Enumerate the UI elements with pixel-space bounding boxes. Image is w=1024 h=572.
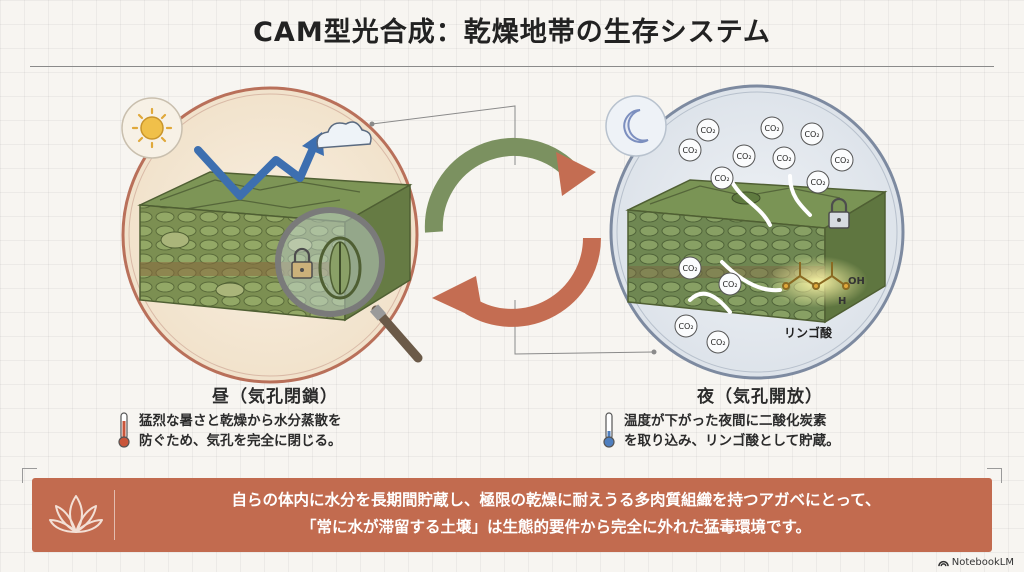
day-leaf-block <box>137 171 413 322</box>
day-line-1: 猛烈な暑さと乾燥から水分蒸散を <box>139 413 342 429</box>
malic-acid-label: リンゴ酸 <box>784 325 833 340</box>
magnifier-icon <box>275 207 423 363</box>
svg-text:CO₂: CO₂ <box>682 264 697 273</box>
page-title: CAM型光合成：乾燥地帯の生存システム <box>253 17 771 48</box>
banner-message: 自らの体内に水分を長期間貯蔵し、極限の乾燥に耐えうる多肉質組織を持つアガベにとっ… <box>128 487 984 541</box>
frame-corner <box>987 468 1002 483</box>
co2-bubble: CO₂ <box>696 118 720 142</box>
cycle-arrows <box>424 138 601 327</box>
svg-text:CO₂: CO₂ <box>834 156 849 165</box>
watermark: NotebookLM <box>937 557 1014 568</box>
co2-bubble: CO₂ <box>732 144 756 168</box>
co2-bubble: CO₂ <box>678 256 702 280</box>
agave-icon <box>49 495 103 533</box>
svg-text:CO₂: CO₂ <box>804 130 819 139</box>
cycle-arrowhead-right <box>556 152 596 196</box>
day-transpiration-arrow <box>194 142 318 200</box>
moon-icon <box>605 95 667 157</box>
svg-text:CO₂: CO₂ <box>682 146 697 155</box>
cloud-icon <box>316 121 372 149</box>
night-panel: OH H リンゴ酸 CO₂ CO₂ CO₂ CO₂ CO₂ CO₂ CO₂ CO… <box>605 84 905 380</box>
co2-bubbles: CO₂ CO₂ CO₂ CO₂ CO₂ CO₂ CO₂ CO₂ CO₂ CO₂ … <box>674 116 854 354</box>
title-area: CAM型光合成：乾燥地帯の生存システム <box>0 10 1024 49</box>
day-lock-icon <box>291 247 313 279</box>
malic-glow <box>768 256 868 308</box>
svg-text:CO₂: CO₂ <box>700 126 715 135</box>
cycle-arrow-green <box>424 138 577 233</box>
sun-icon <box>121 97 183 159</box>
banner-line-2: 「常に水が滞留する土壌」は生態的要件から完全に外れた猛毒環境です。 <box>301 518 811 536</box>
malic-h-label: H <box>838 296 846 307</box>
night-line-2: を取り込み、リンゴ酸として貯蔵。 <box>624 433 840 449</box>
svg-text:CO₂: CO₂ <box>736 152 751 161</box>
co2-bubble: CO₂ <box>806 170 830 194</box>
conclusion-banner: 自らの体内に水分を長期間貯蔵し、極限の乾燥に耐えうる多肉質組織を持つアガベにとっ… <box>32 478 992 552</box>
malic-acid-molecule <box>782 262 850 290</box>
svg-text:CO₂: CO₂ <box>764 124 779 133</box>
malic-oh-label: OH <box>848 276 865 287</box>
watermark-text: NotebookLM <box>951 557 1014 568</box>
night-caption: 夜（気孔開放） 温度が下がった夜間に二酸化炭素 を取り込み、リンゴ酸として貯蔵。 <box>600 382 920 451</box>
co2-bubble: CO₂ <box>760 116 784 140</box>
banner-divider <box>114 490 115 540</box>
svg-text:CO₂: CO₂ <box>710 338 725 347</box>
day-heading: 昼（気孔閉鎖） <box>212 387 338 407</box>
cycle-arrow-rust <box>465 237 601 327</box>
co2-bubble: CO₂ <box>706 330 730 354</box>
co2-bubble: CO₂ <box>674 314 698 338</box>
co2-bubble: CO₂ <box>718 272 742 296</box>
frame-corner <box>22 468 37 483</box>
notebooklm-logo-icon <box>937 560 949 567</box>
svg-text:CO₂: CO₂ <box>722 280 737 289</box>
day-description: 猛烈な暑さと乾燥から水分蒸散を 防ぐため、気孔を完全に閉じる。 <box>139 411 342 451</box>
night-heading: 夜（気孔開放） <box>697 387 823 407</box>
co2-bubble: CO₂ <box>678 138 702 162</box>
svg-text:CO₂: CO₂ <box>776 154 791 163</box>
day-line-2: 防ぐため、気孔を完全に閉じる。 <box>139 433 342 449</box>
day-circle-inner <box>128 93 412 377</box>
thermometer-hot-icon <box>118 412 130 448</box>
svg-text:CO₂: CO₂ <box>714 174 729 183</box>
co2-bubble: CO₂ <box>800 122 824 146</box>
co2-bubble: CO₂ <box>710 166 734 190</box>
cycle-arrowhead-left <box>432 276 484 322</box>
svg-text:CO₂: CO₂ <box>678 322 693 331</box>
co2-bubble: CO₂ <box>772 146 796 170</box>
night-lock-icon <box>828 197 850 229</box>
co2-flow-arrows <box>688 174 812 314</box>
svg-text:CO₂: CO₂ <box>810 178 825 187</box>
title-divider <box>30 66 994 67</box>
night-line-1: 温度が下がった夜間に二酸化炭素 <box>624 413 827 429</box>
day-caption: 昼（気孔閉鎖） 猛烈な暑さと乾燥から水分蒸散を 防ぐため、気孔を完全に閉じる。 <box>115 382 435 451</box>
day-panel <box>121 86 423 384</box>
banner-line-1: 自らの体内に水分を長期間貯蔵し、極限の乾燥に耐えうる多肉質組織を持つアガベにとっ… <box>231 491 881 509</box>
night-circle-inner <box>616 91 898 373</box>
night-description: 温度が下がった夜間に二酸化炭素 を取り込み、リンゴ酸として貯蔵。 <box>624 411 840 451</box>
thermometer-cold-icon <box>603 412 615 448</box>
co2-bubble: CO₂ <box>830 148 854 172</box>
